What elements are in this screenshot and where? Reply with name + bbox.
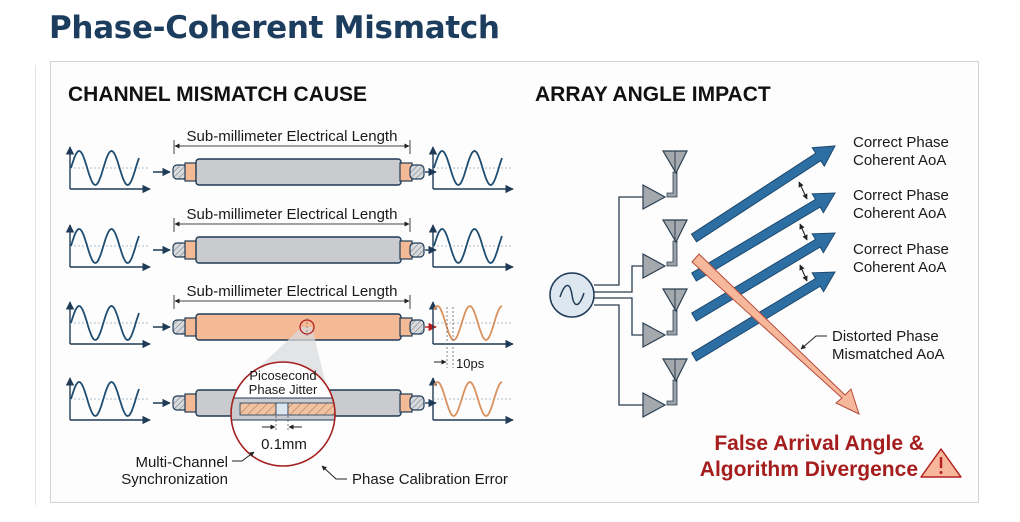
- input-waveform: [65, 146, 151, 194]
- correct-label-line1: Correct Phase: [853, 187, 949, 204]
- correct-label-line2: Coherent AoA: [853, 205, 946, 222]
- panel-shadow: [35, 65, 36, 505]
- jitter-title-line2: Phase Jitter: [249, 382, 318, 397]
- output-waveform: [428, 377, 514, 425]
- dielectric-left: [184, 393, 198, 413]
- feed-line: [666, 240, 678, 267]
- cable-channel-2: [153, 236, 437, 264]
- length-dimension: Sub-millimeter Electrical Length: [173, 128, 411, 154]
- output-waveform: [428, 301, 514, 349]
- signal-wave: [70, 150, 140, 186]
- length-dimension: Sub-millimeter Electrical Length: [173, 206, 411, 232]
- dielectric-left: [184, 240, 198, 260]
- feed-line: [666, 379, 678, 406]
- correct-label-line1: Correct Phase: [853, 134, 949, 151]
- antenna-element-4: [642, 358, 688, 419]
- amplifier-icon: [642, 391, 667, 419]
- callout-calibration: Phase Calibration Error: [352, 471, 508, 488]
- coherent-beam-arrow: [690, 145, 836, 243]
- distorted-label-line1: Distorted Phase: [832, 328, 939, 345]
- page-title: Phase-Coherent Mismatch: [49, 10, 500, 46]
- length-label: Sub-millimeter Electrical Length: [187, 283, 398, 300]
- feed-line: [666, 309, 678, 336]
- delay-label: 10ps: [456, 356, 485, 371]
- input-waveform: [65, 224, 151, 272]
- distorted-callout-arrow: [800, 335, 827, 350]
- delay-marker: 10ps: [434, 307, 485, 371]
- magnifier-ring: [230, 361, 336, 467]
- distorted-beam-arrow: [691, 253, 860, 415]
- callout-sync-arrow: [232, 451, 255, 462]
- amplifier-icon: [642, 183, 667, 211]
- jitter-title-line1: Picosecond: [249, 368, 316, 383]
- callout-calibration-arrow: [321, 465, 347, 480]
- length-label: Sub-millimeter Electrical Length: [187, 128, 398, 145]
- signal-wave: [70, 228, 140, 264]
- signal-wave: [433, 305, 503, 341]
- input-waveform: [65, 301, 151, 349]
- coherent-beam-arrow: [691, 232, 836, 322]
- magnifier: Picosecond Phase Jitter 0.1mm: [230, 361, 336, 467]
- callout-sync-line2: Synchronization: [121, 471, 228, 488]
- wire-end-right: [409, 319, 425, 335]
- callout-sync-line1: Multi-Channel: [135, 454, 228, 471]
- output-waveform: [428, 146, 514, 194]
- signal-wave: [70, 305, 140, 341]
- sine-wave-icon: [559, 284, 585, 306]
- feed-network: [594, 196, 643, 406]
- length-label: Sub-millimeter Electrical Length: [187, 206, 398, 223]
- antenna-array: [642, 150, 688, 419]
- cable-jacket: [195, 158, 402, 186]
- correct-label-line2: Coherent AoA: [853, 152, 946, 169]
- signal-wave: [433, 381, 503, 417]
- section-title-array-angle: ARRAY ANGLE IMPACT: [535, 83, 771, 106]
- signal-wave: [433, 228, 503, 264]
- correct-label-line1: Correct Phase: [853, 241, 949, 258]
- wire-end-right: [409, 164, 425, 180]
- dielectric-left: [184, 162, 198, 182]
- cable-jacket: [195, 236, 402, 264]
- signal-source: [549, 272, 595, 318]
- coherent-beams: [690, 145, 836, 362]
- copper-segment-right: [287, 402, 335, 416]
- dielectric-left: [184, 317, 198, 337]
- warning-line2: Algorithm Divergence: [700, 458, 918, 481]
- gap-measurement-label: 0.1mm: [261, 436, 307, 453]
- section-title-channel-mismatch: CHANNEL MISMATCH CAUSE: [68, 83, 367, 106]
- length-dimension: Sub-millimeter Electrical Length: [173, 283, 411, 309]
- gap-segment: [275, 402, 289, 416]
- cable-channel-3: [153, 313, 437, 341]
- distorted-label-line2: Mismatched AoA: [832, 346, 945, 363]
- coherent-beam-arrow: [691, 192, 836, 282]
- amplifier-icon: [642, 252, 667, 280]
- antenna-element-3: [642, 288, 688, 349]
- wire-end-right: [409, 242, 425, 258]
- wire-end-right: [409, 395, 425, 411]
- warning-line1: False Arrival Angle &: [714, 432, 924, 455]
- feed-line: [666, 171, 678, 198]
- input-waveform: [65, 377, 151, 425]
- antenna-element-2: [642, 219, 688, 280]
- correct-label-line2: Coherent AoA: [853, 259, 946, 276]
- signal-wave: [433, 150, 503, 186]
- signal-wave: [70, 381, 140, 417]
- phase-spacing-markers: [798, 181, 808, 282]
- antenna-element-1: [642, 150, 688, 211]
- copper-segment-left: [239, 402, 277, 416]
- output-waveform: [428, 224, 514, 272]
- amplifier-icon: [642, 321, 667, 349]
- warning-triangle-icon: [920, 448, 962, 478]
- cable-channel-1: [153, 158, 437, 186]
